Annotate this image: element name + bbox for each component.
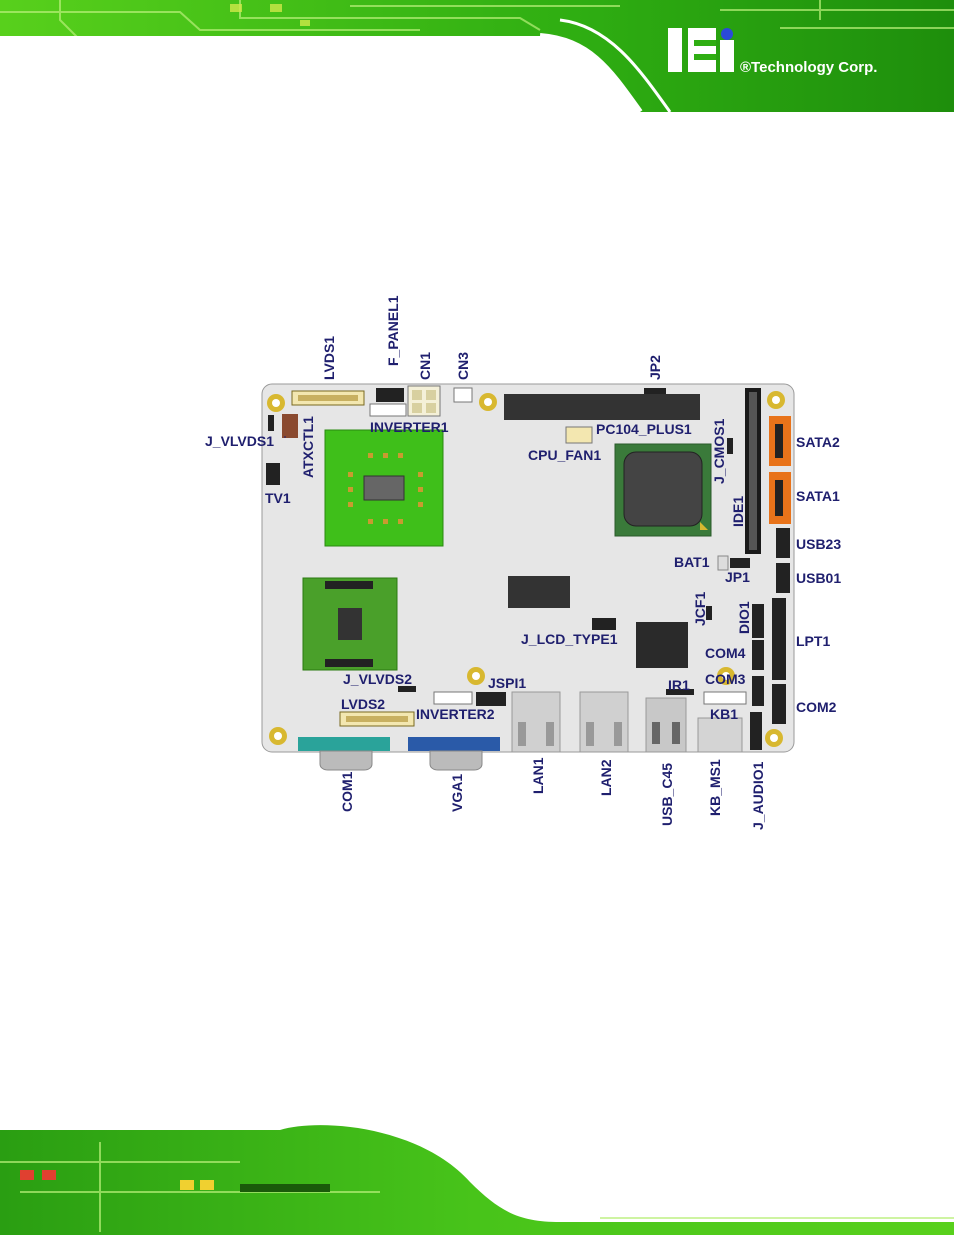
label-com2: COM2 [796, 699, 837, 715]
com4-header [752, 640, 764, 670]
memory-chip [508, 576, 570, 608]
lpt1-header [772, 598, 786, 680]
label-usb-c45: USB_C45 [659, 763, 675, 826]
vga1-port [408, 737, 500, 751]
mounting-holes [267, 391, 785, 747]
brand-logo [668, 28, 734, 72]
jcf1-jumper [706, 606, 712, 620]
label-cn1: CN1 [417, 352, 433, 380]
label-ide1: IDE1 [730, 496, 746, 527]
label-lvds2: LVDS2 [341, 696, 385, 712]
label-sata2: SATA2 [796, 434, 840, 450]
label-cn3: CN3 [455, 352, 471, 380]
label-kb-ms1: KB_MS1 [707, 759, 723, 816]
label-jp1: JP1 [725, 569, 750, 585]
label-inverter1: INVERTER1 [370, 419, 449, 435]
label-sata1: SATA1 [796, 488, 840, 504]
com2-header [772, 684, 786, 724]
atxctl1-connector [282, 414, 298, 438]
label-jspi1: JSPI1 [488, 675, 526, 691]
company-name: ®Technology Corp. [740, 59, 877, 76]
label-jcf1: JCF1 [692, 592, 708, 626]
j-vlvds1-jumper [268, 415, 274, 431]
header-banner: ®Technology Corp. [0, 0, 954, 112]
label-kb1: KB1 [710, 706, 738, 722]
label-usb23: USB23 [796, 536, 841, 552]
dio1-header [752, 604, 764, 638]
pc104-plus1-connector [504, 394, 700, 420]
label-vga1: VGA1 [449, 774, 465, 812]
tv1-header [266, 463, 280, 485]
label-cpu-fan1: CPU_FAN1 [528, 447, 601, 463]
bat1-connector [717, 555, 729, 571]
kb1-connector [703, 691, 747, 705]
inverter1-connector [369, 403, 407, 417]
com3-header [752, 676, 764, 706]
ir1-header [666, 689, 694, 695]
footer-banner [0, 1122, 954, 1235]
label-tv1: TV1 [265, 490, 291, 506]
label-j-lcd-type1: J_LCD_TYPE1 [521, 631, 618, 647]
label-ir1: IR1 [668, 677, 690, 693]
jspi1-header [476, 692, 506, 706]
j-audio1-header [750, 712, 762, 750]
label-j-vlvds2: J_VLVDS2 [343, 671, 412, 687]
label-dio1: DIO1 [736, 601, 752, 634]
usb01-header [776, 563, 790, 593]
footer-components [20, 1170, 330, 1192]
f-panel1-header [376, 388, 404, 402]
label-j-vlvds1: J_VLVDS1 [205, 433, 274, 449]
label-jp2: JP2 [647, 355, 663, 380]
label-atxctl1: ATXCTL1 [300, 416, 316, 478]
inverter2-connector [433, 691, 473, 705]
label-usb01: USB01 [796, 570, 841, 586]
super-io-chip [636, 622, 688, 668]
cn3-connector [453, 387, 473, 403]
component-labels: LVDS1 F_PANEL1 CN1 CN3 JP2 INVERTER1 PC1… [205, 295, 841, 830]
label-lan2: LAN2 [598, 759, 614, 796]
j-lcd-type1-jumper [592, 618, 616, 630]
label-bat1: BAT1 [674, 554, 710, 570]
com1-port [298, 737, 390, 751]
j-cmos1-jumper [727, 438, 733, 454]
cpu-fan1-connector [565, 426, 593, 444]
jp1-jumper [730, 558, 750, 568]
label-com3: COM3 [705, 671, 746, 687]
label-j-audio1: J_AUDIO1 [750, 761, 766, 830]
label-pc104-plus1: PC104_PLUS1 [596, 421, 692, 437]
label-com4: COM4 [705, 645, 746, 661]
label-j-cmos1: J_CMOS1 [711, 418, 727, 484]
label-com1: COM1 [339, 771, 355, 812]
label-lan1: LAN1 [530, 757, 546, 794]
j-vlvds2-jumper [398, 686, 416, 692]
usb23-header [776, 528, 790, 558]
label-lvds1: LVDS1 [321, 336, 337, 380]
jp2-jumper [644, 388, 666, 394]
label-f-panel1: F_PANEL1 [385, 295, 401, 366]
label-inverter2: INVERTER2 [416, 706, 495, 722]
label-lpt1: LPT1 [796, 633, 830, 649]
kb-ms1-port [697, 717, 743, 753]
